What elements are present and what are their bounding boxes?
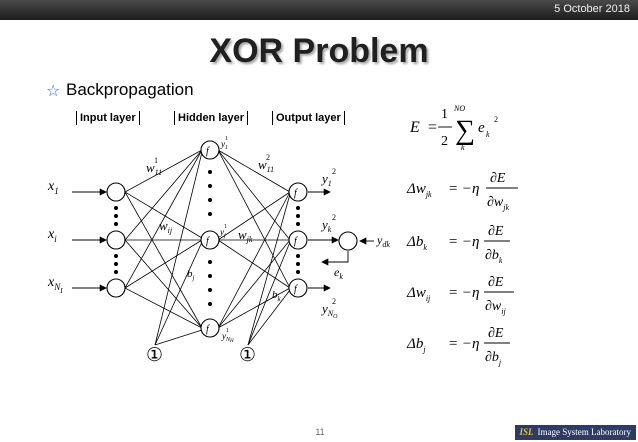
svg-text:∂bk: ∂bk bbox=[485, 248, 503, 265]
svg-text:∂bj: ∂bj bbox=[485, 350, 502, 367]
svg-text:2: 2 bbox=[494, 115, 498, 124]
input-nodes bbox=[106, 182, 126, 298]
equation-dwij: Δwij = −η ∂E ∂wij bbox=[406, 275, 514, 316]
svg-text:Δwij: Δwij bbox=[406, 285, 431, 303]
svg-text:e: e bbox=[478, 120, 485, 136]
output-yn-label: yNO bbox=[320, 301, 338, 320]
slide-date: 5 October 2018 bbox=[554, 3, 630, 15]
lab-logo-text: Image System Laboratory bbox=[537, 427, 631, 437]
output-dots bbox=[296, 206, 300, 274]
bullet-text: Backpropagation bbox=[66, 80, 194, 99]
weight-wij-label: wij bbox=[159, 218, 173, 235]
node-function-label: f bbox=[206, 324, 210, 335]
input-xi-label: xi bbox=[47, 227, 57, 244]
svg-text:= −η: = −η bbox=[448, 234, 479, 250]
hidden-bias-symbol: ① bbox=[239, 344, 256, 366]
svg-text:Δwjk: Δwjk bbox=[406, 181, 432, 199]
slide-title: XOR Problem bbox=[209, 32, 429, 70]
hidden-layer-label: Hidden layer bbox=[174, 111, 249, 125]
hidden-yn-label: yNH bbox=[221, 331, 234, 344]
svg-text:1: 1 bbox=[441, 107, 448, 122]
input-x1-label: x1 bbox=[47, 179, 59, 196]
svg-text:∂E: ∂E bbox=[488, 326, 504, 341]
equation-dbk: Δbk = −η ∂E ∂bk bbox=[406, 224, 510, 265]
error-node bbox=[338, 231, 358, 251]
svg-text:∑: ∑ bbox=[455, 115, 475, 146]
star-outline-icon: ☆ bbox=[46, 81, 61, 100]
svg-text:= −η: = −η bbox=[448, 285, 479, 301]
error-ek-label: ek bbox=[334, 265, 343, 281]
svg-text:Δbk: Δbk bbox=[406, 234, 427, 252]
svg-text:E: E bbox=[409, 119, 420, 136]
node-function-label: f bbox=[294, 188, 298, 199]
bias-bk-label: bk bbox=[272, 289, 282, 303]
output-y1-label: y1 bbox=[320, 171, 332, 188]
node-function-label: f bbox=[294, 284, 298, 295]
svg-text:∂wij: ∂wij bbox=[485, 299, 506, 316]
hidden-yn-sup: 1 bbox=[226, 328, 229, 334]
weight-w2-sup: 2 bbox=[266, 153, 270, 162]
weight-w2-label: w11 bbox=[258, 157, 274, 174]
svg-text:Δbj: Δbj bbox=[406, 336, 426, 354]
svg-text:NO: NO bbox=[453, 104, 465, 113]
target-ydk-label: ydk bbox=[376, 233, 390, 249]
hidden-dots bbox=[208, 170, 212, 306]
hidden-y1-label: y1 bbox=[220, 139, 228, 151]
svg-text:k: k bbox=[486, 130, 490, 139]
svg-text:2: 2 bbox=[441, 134, 448, 149]
svg-text:= −η: = −η bbox=[448, 336, 479, 352]
svg-text:=: = bbox=[428, 119, 437, 136]
output-nodes bbox=[288, 182, 308, 298]
input-dots bbox=[114, 206, 118, 274]
connections bbox=[124, 149, 291, 346]
svg-text:k: k bbox=[461, 143, 465, 152]
svg-text:= −η: = −η bbox=[448, 181, 479, 197]
hidden-nodes bbox=[200, 140, 220, 338]
node-function-label: f bbox=[206, 236, 210, 247]
output-layer-label: Output layer bbox=[272, 111, 345, 125]
hidden-yj-sup: 1 bbox=[224, 224, 227, 230]
svg-text:∂wjk: ∂wjk bbox=[487, 195, 509, 212]
equation-dbj: Δbj = −η ∂E ∂bj bbox=[406, 326, 510, 367]
equation-dwjk: Δwjk = −η ∂E ∂wjk bbox=[406, 171, 518, 212]
input-bias-symbol: ① bbox=[146, 344, 163, 366]
bias-bj-label: bj bbox=[187, 268, 195, 282]
node-function-label: f bbox=[206, 146, 210, 157]
weight-w1-sup: 1 bbox=[154, 156, 158, 165]
svg-text:∂E: ∂E bbox=[488, 275, 504, 290]
weight-wjk-label: wjk bbox=[238, 227, 253, 244]
lab-logo-mark: ISL bbox=[519, 427, 534, 437]
input-layer-label: Input layer bbox=[76, 111, 140, 125]
equation-loss: E = 1 2 ∑ NO k e k 2 bbox=[409, 104, 498, 152]
date-bar: 5 October 2018 bbox=[0, 0, 638, 20]
hidden-yj-label: yj bbox=[219, 227, 226, 239]
svg-text:∂E: ∂E bbox=[488, 224, 504, 239]
output-yk-sup: 2 bbox=[332, 213, 336, 222]
page-number: 11 bbox=[315, 427, 325, 437]
input-arrows bbox=[72, 188, 107, 292]
output-y1-sup: 2 bbox=[332, 167, 336, 176]
svg-text:∂E: ∂E bbox=[490, 171, 506, 186]
output-yn-sup: 2 bbox=[332, 297, 336, 306]
weight-w1-label: w11 bbox=[146, 160, 162, 177]
output-yk-label: yk bbox=[320, 217, 332, 234]
node-function-label: f bbox=[294, 236, 298, 247]
input-xn-label: xNI bbox=[47, 275, 63, 295]
output-arrows bbox=[308, 188, 374, 292]
hidden-y1-sup: 1 bbox=[225, 136, 228, 142]
